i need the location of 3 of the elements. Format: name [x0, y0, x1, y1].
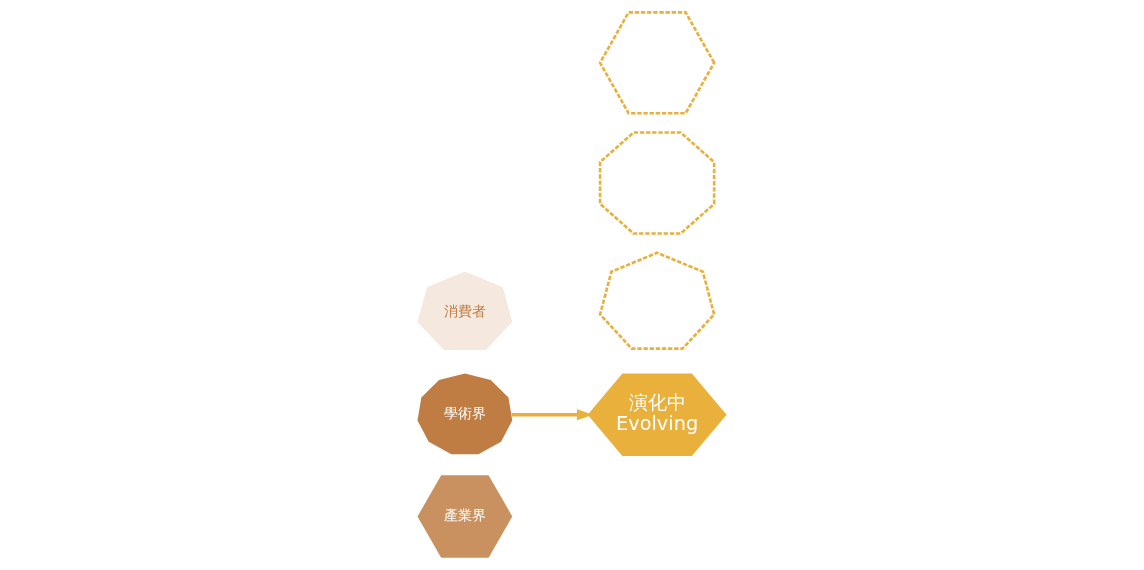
node-octagon [598, 131, 716, 235]
node-hexagon [598, 11, 716, 115]
node-heptagon [598, 251, 716, 350]
